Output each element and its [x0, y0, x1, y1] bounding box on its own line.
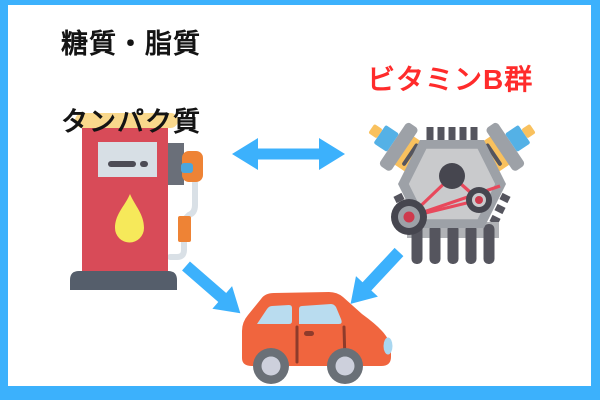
arrow-down-left-icon [350, 247, 404, 304]
engine-pulley-top [439, 163, 465, 189]
car-window-rear [257, 305, 292, 324]
fuel-sources-label: 糖質・脂質 タンパク質 [61, 25, 201, 142]
car-icon [242, 292, 393, 384]
pump-screen [98, 142, 157, 177]
double-headed-arrow-icon [232, 138, 345, 170]
pump-hose-lower [167, 237, 187, 260]
vitamin-b-label: ビタミンB群 [367, 64, 534, 95]
fuel-sources-line2: タンパク質 [61, 107, 201, 137]
car-wheel-front [327, 348, 363, 384]
fuel-drop-icon [115, 194, 144, 243]
engine-icon [356, 106, 548, 264]
car-wheel-rear [253, 348, 289, 384]
engine-top-teeth [426, 127, 478, 141]
pump-base [70, 271, 177, 290]
pump-side-bracket [167, 143, 184, 185]
nozzle-trigger [181, 163, 193, 173]
pump-cap [75, 113, 178, 128]
arrow-down-right-icon [182, 261, 241, 314]
fuel-pump-icon [70, 113, 203, 290]
car-door-handle [304, 331, 314, 336]
fuel-sources-line1: 糖質・脂質 [61, 29, 201, 59]
car-window-front [299, 304, 342, 324]
hose-sleeve [178, 216, 191, 242]
pump-hose [183, 180, 198, 221]
engine-pulley-left [391, 199, 427, 235]
engine-pulley-right [466, 187, 492, 213]
car-headlight [383, 337, 393, 355]
